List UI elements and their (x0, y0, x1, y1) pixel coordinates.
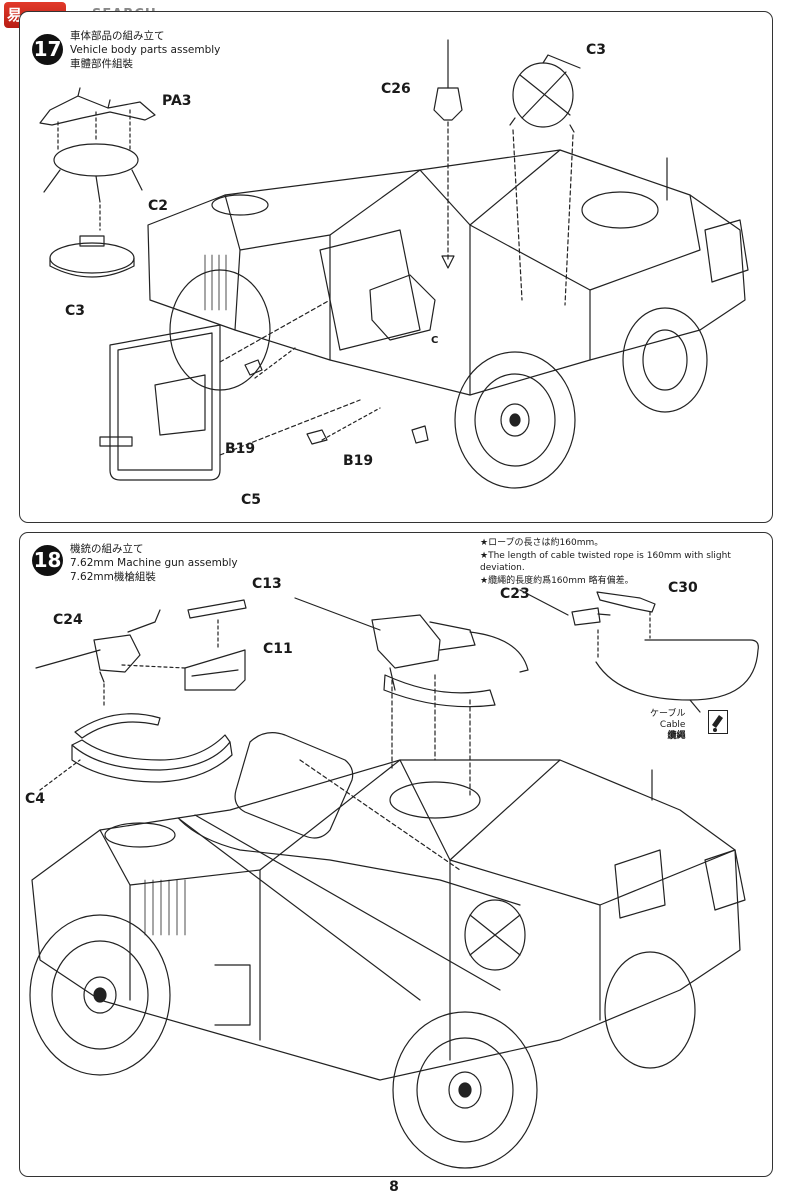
note-en: ★The length of cable twisted rope is 160… (480, 550, 731, 574)
part-label-c3-lower: C3 (65, 303, 86, 319)
part-label-c4: C4 (25, 791, 46, 807)
part-label-b19-left: B19 (225, 441, 256, 457)
part-label-c26: C26 (381, 81, 411, 97)
part-label-b19-right: B19 (343, 453, 374, 469)
step-18-vehicle-drawing (30, 590, 758, 1168)
part-label-pa3: PA3 (162, 93, 192, 109)
step-17-title-en: Vehicle body parts assembly (70, 44, 221, 56)
step-17-number: 17 (32, 34, 63, 65)
step-18-number: 18 (32, 545, 63, 576)
step-17-title-ja: 車体部品の組み立て (70, 30, 165, 42)
cable-label-en: Cable (659, 720, 686, 730)
page-number: 8 (389, 1179, 399, 1195)
step-18-title-en: 7.62mm Machine gun assembly (70, 557, 238, 569)
step-17-title-zh: 車體部件組裝 (70, 58, 133, 70)
step-17-vehicle-drawing (40, 40, 748, 488)
part-label-c23: C23 (500, 586, 530, 602)
part-label-c5: C5 (241, 492, 262, 508)
glue-icon (708, 710, 728, 734)
cable-length-notes: ★ロープの長さは約160mm。 ★The length of cable twi… (480, 537, 772, 587)
cable-label: ケーブル Cable 纜繩 (650, 709, 685, 742)
part-label-c24: C24 (53, 612, 83, 628)
watermark-icon-text: 易 (7, 6, 24, 24)
part-label-c3-upper: C3 (586, 42, 607, 58)
part-label-c13: C13 (252, 576, 282, 592)
step-18-title: 機銃の組み立て 7.62mm Machine gun assembly 7.62… (70, 542, 238, 584)
marker-c: C (431, 335, 439, 346)
note-zh: ★纜繩的長度約爲160mm 略有偏差。 (480, 575, 634, 586)
cable-label-zh: 纜繩 (667, 731, 686, 741)
step-17-panel: 17 車体部品の組み立て Vehicle body parts assembly… (19, 11, 773, 523)
step-18-title-ja: 機銃の組み立て (70, 543, 144, 555)
part-label-c11: C11 (263, 641, 293, 657)
step-17-title: 車体部品の組み立て Vehicle body parts assembly 車體… (70, 29, 220, 71)
cable-label-ja: ケーブル (650, 709, 686, 719)
part-label-c2: C2 (148, 198, 169, 214)
part-label-c30: C30 (668, 580, 698, 596)
note-ja: ★ロープの長さは約160mm。 (480, 538, 604, 548)
step-18-title-zh: 7.62mm機槍組裝 (70, 571, 156, 583)
